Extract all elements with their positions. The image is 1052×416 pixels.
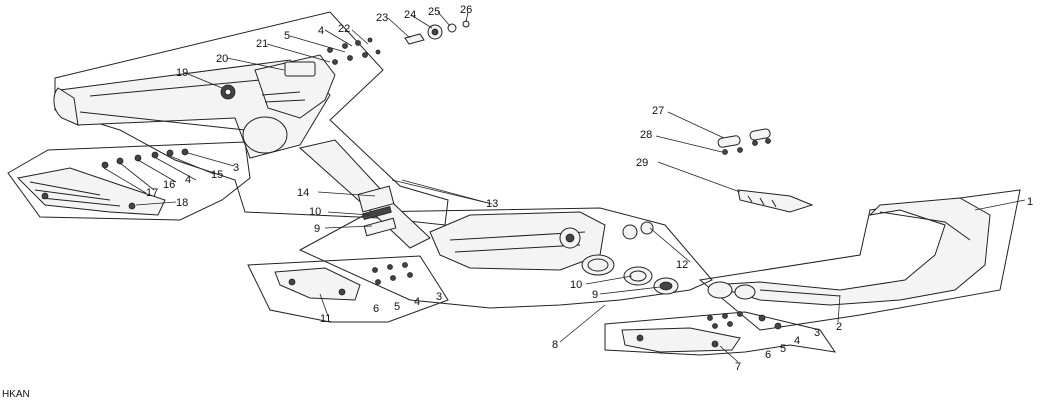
callout-14: 14 — [297, 187, 309, 199]
callout-5-right: 5 — [780, 343, 786, 355]
callout-27: 27 — [652, 105, 664, 117]
callout-18: 18 — [176, 197, 188, 209]
callout-26: 26 — [460, 4, 472, 16]
leader-lines — [103, 11, 1026, 363]
rear-heatshield-boundary — [7, 141, 251, 221]
callout-7: 7 — [735, 361, 741, 373]
callout-5-top: 5 — [284, 30, 290, 42]
callout-29: 29 — [636, 157, 648, 169]
callout-5-left: 5 — [394, 301, 400, 313]
callout-6-left: 6 — [373, 303, 379, 315]
callout-11: 11 — [320, 313, 331, 325]
main-assembly-boundary — [298, 207, 713, 309]
callout-10-lower: 10 — [570, 279, 582, 291]
front-header-pipe — [707, 197, 991, 306]
callout-2: 2 — [836, 321, 842, 333]
callout-6-right: 6 — [765, 349, 771, 361]
callout-25: 25 — [428, 6, 440, 18]
callout-19: 19 — [176, 67, 188, 79]
callout-16: 16 — [163, 179, 175, 191]
callout-12: 12 — [676, 259, 688, 271]
callout-labels: 1 2 3 4 5 6 7 8 9 10 12 11 6 5 4 3 9 10 … — [146, 4, 1033, 373]
callout-4-rear: 4 — [185, 174, 191, 186]
link-pipe — [298, 139, 431, 249]
callout-20: 20 — [216, 53, 228, 65]
group-outlines — [7, 11, 1021, 356]
top-fasteners — [327, 20, 470, 65]
right-bracket-boundary — [604, 311, 837, 356]
callout-3-rear: 3 — [233, 162, 239, 174]
rear-heatshield — [16, 148, 189, 216]
callout-15: 15 — [211, 169, 223, 181]
callout-17: 17 — [146, 187, 158, 199]
callout-28: 28 — [640, 129, 652, 141]
lower-clamps — [623, 266, 679, 295]
left-bracket-boundary — [247, 255, 449, 323]
callout-1: 1 — [1027, 196, 1033, 208]
callout-21: 21 — [256, 38, 268, 50]
left-bracket — [274, 262, 413, 301]
callout-9-upper: 9 — [314, 223, 320, 235]
callout-10-upper: 10 — [309, 206, 321, 218]
callout-24: 24 — [404, 9, 416, 21]
callout-8: 8 — [552, 339, 558, 351]
callout-9-lower: 9 — [592, 289, 598, 301]
callout-4-right: 4 — [794, 335, 800, 347]
callout-22: 22 — [338, 23, 350, 35]
gaskets-sensor — [717, 128, 814, 213]
callout-23: 23 — [376, 12, 388, 24]
callout-3-left: 3 — [436, 291, 442, 303]
callout-4-left: 4 — [414, 296, 420, 308]
callout-4-top: 4 — [318, 25, 324, 37]
collector-box — [429, 211, 654, 276]
silencer-hanger — [220, 54, 336, 119]
diagram-code: HKAN — [2, 389, 30, 400]
callout-3-right: 3 — [814, 327, 820, 339]
right-bracket — [621, 311, 782, 353]
callout-13: 13 — [486, 198, 498, 210]
